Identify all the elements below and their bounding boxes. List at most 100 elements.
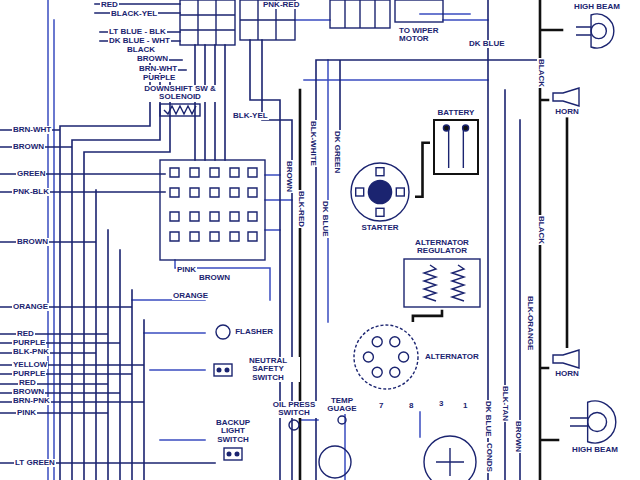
- switch-symbol: [211, 359, 235, 381]
- starter-housing: [351, 163, 409, 221]
- solenoid: DOWNSHIFT SW & SOLENOID: [136, 84, 224, 118]
- wire-label: BROWN: [136, 55, 169, 63]
- fuse-block-outline: [160, 160, 265, 260]
- switch-contact: [217, 368, 221, 372]
- alternator-symbol: [351, 323, 423, 391]
- switch-contact: [227, 452, 231, 456]
- wire-label: 7: [378, 402, 384, 410]
- component-label: HORN: [554, 108, 580, 116]
- symbol-group: [404, 259, 480, 307]
- wire-label: TO WIPER MOTOR: [398, 27, 448, 43]
- wire-label: BLACK: [126, 46, 156, 54]
- sender-symbol: [319, 446, 351, 478]
- switch-contact: [235, 452, 239, 456]
- wire-label: PINK: [16, 409, 37, 417]
- symbol-group: [216, 325, 230, 339]
- battery-symbol: [432, 118, 480, 176]
- starter-brush: [376, 208, 384, 216]
- wire-color-label: BLK-RED: [297, 190, 305, 228]
- battery: BATTERY: [430, 108, 482, 177]
- alternator-winding: [363, 352, 373, 362]
- wire-color-label: CONDS: [485, 442, 493, 473]
- wiper-connector: [395, 0, 443, 22]
- lamp-outline: [588, 401, 616, 443]
- wire-color-label: BLK-TAN: [501, 385, 509, 422]
- distributor-rotor: [436, 448, 464, 476]
- headlamp-symbol: [562, 12, 632, 50]
- wire-label: DK BLUE: [468, 40, 506, 48]
- wire-label: BLK-PNK: [12, 348, 50, 356]
- symbol-group: [160, 104, 200, 116]
- connector-pins: [180, 0, 235, 45]
- wire-group: [0, 0, 562, 480]
- symbol-group: [553, 88, 579, 106]
- wire-color-label: DK BLUE: [321, 200, 329, 238]
- wire: [0, 0, 540, 480]
- symbol-group: [354, 325, 418, 389]
- battery-case: [434, 120, 478, 174]
- wire-label: PURPLE: [12, 339, 46, 347]
- cable: [413, 310, 442, 322]
- alternator-winding: [372, 367, 382, 377]
- wire-label: BRN-WHT: [12, 126, 52, 134]
- symbol-group: [570, 401, 616, 443]
- horn-symbol: [547, 87, 587, 107]
- wire-label: BROWN: [198, 274, 231, 282]
- starter-brush: [356, 188, 364, 196]
- symbol-group: [224, 448, 242, 460]
- wire-label: BRN-PNK: [12, 397, 51, 405]
- wire-label: ORANGE: [172, 292, 209, 300]
- switch-symbol: [207, 445, 259, 463]
- wire-label: PURPLE: [12, 370, 46, 378]
- wire-label: PURPLE: [142, 74, 176, 82]
- symbol-group: [351, 163, 409, 221]
- wire-label: 1: [462, 402, 468, 410]
- component-label: DOWNSHIFT SW & SOLENOID: [139, 85, 221, 102]
- wire-label: 8: [408, 402, 414, 410]
- battery-cell: [463, 126, 464, 168]
- regulator-coil: [452, 265, 464, 301]
- lamp-leads: [576, 27, 591, 35]
- wire-color-label: BLACK: [537, 215, 545, 245]
- component-label: NEUTRAL SAFETY SWITCH: [236, 357, 300, 382]
- wire-label: PNK-RED: [262, 1, 300, 9]
- wire-label: 3: [438, 400, 444, 408]
- wire-color-label: BLK-ORANGE: [526, 295, 534, 351]
- wire-label: BLACK-YEL: [110, 10, 158, 18]
- wire: [48, 0, 488, 480]
- solenoid-body: [160, 104, 200, 116]
- horn: HORN: [545, 348, 589, 379]
- wire-color-label: BLACK: [537, 58, 545, 88]
- starter-motor: STARTER: [345, 160, 415, 233]
- starter-brush: [396, 188, 404, 196]
- gauge-sender-symbol: [320, 415, 364, 425]
- wire-label: BLK-YEL: [232, 112, 269, 120]
- flasher-can: [216, 325, 230, 339]
- flasher-unit: FLASHER: [205, 322, 275, 342]
- symbol-group: [576, 14, 614, 48]
- battery-cell: [448, 126, 449, 168]
- component-label: BATTERY: [437, 109, 476, 117]
- pressure-switch-symbol: [267, 419, 321, 431]
- starter-brush: [376, 168, 384, 176]
- alternator-winding: [390, 337, 400, 347]
- wire-label: DK BLUE - WHT: [108, 37, 171, 45]
- alternator: ALTERNATOR: [345, 322, 481, 392]
- component-label: HIGH BEAM: [571, 446, 619, 454]
- wire-label: BROWN: [16, 238, 49, 246]
- wire-label: RED: [18, 379, 37, 387]
- pressure-switch: OIL PRESS SWITCH: [265, 400, 323, 432]
- sender-body: [338, 416, 346, 424]
- wire-label: YELLOW: [12, 361, 48, 369]
- lamp-filament: [591, 24, 606, 39]
- component-label: TEMP GUAGE: [321, 397, 363, 414]
- solenoid-coil: [164, 106, 196, 114]
- distributor-symbol: [424, 436, 476, 480]
- alternator-winding: [390, 367, 400, 377]
- fuse-terminals: [170, 168, 257, 241]
- wire-color-label: DK BLUE: [484, 400, 492, 438]
- voltage-regulator: ALTERNATOR REGULATOR: [400, 238, 484, 310]
- symbol-group: [553, 350, 579, 368]
- wire-label: GREEN: [16, 170, 46, 178]
